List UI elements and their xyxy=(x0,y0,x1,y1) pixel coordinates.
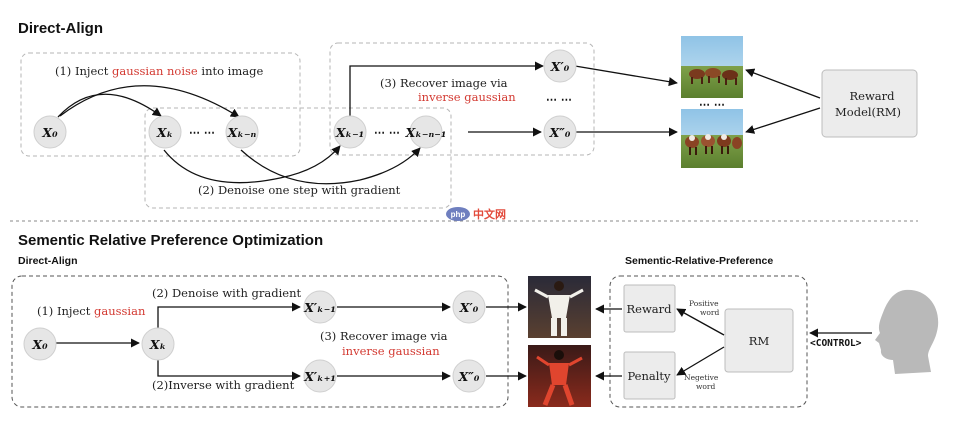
svg-text:X′₀: X′₀ xyxy=(459,300,479,315)
arrow-b-xk-to-xk1p xyxy=(157,302,301,330)
svg-text:Reward: Reward xyxy=(849,89,895,103)
generated-image-cows-2 xyxy=(681,109,743,168)
svg-text:Xₖ₋ₙ: Xₖ₋ₙ xyxy=(227,125,257,140)
arrow-x0-to-xk xyxy=(57,93,162,118)
svg-text:X″₀: X″₀ xyxy=(549,125,571,140)
svg-text:Xₖ: Xₖ xyxy=(156,125,173,140)
human-head-icon xyxy=(875,289,939,374)
reward-model-box: Reward Model(RM) xyxy=(821,69,918,138)
positive-word-line2: word xyxy=(700,308,720,317)
node-x0-prime: X′₀ xyxy=(543,49,577,83)
svg-text:Model(RM): Model(RM) xyxy=(835,105,901,119)
denoise-label: (2) Denoise one step with gradient xyxy=(198,183,401,197)
generated-image-cows-1 xyxy=(681,36,743,98)
bottom-recover-line2: inverse gaussian xyxy=(342,344,440,358)
top-section-title: Direct-Align xyxy=(18,20,103,37)
node-xkn: Xₖ₋ₙ xyxy=(225,115,259,149)
positive-word-line1: Positive xyxy=(689,299,719,308)
node-x0: X₀ xyxy=(33,115,67,149)
recover-label-line1: (3) Recover image via xyxy=(380,76,508,90)
node-b-xk1-prime: X′ₖ₋₁ xyxy=(303,290,337,324)
bottom-denoise-label: (2) Denoise with gradient xyxy=(152,286,302,300)
svg-text:X₀: X₀ xyxy=(41,125,58,140)
recover-label-line2: inverse gaussian xyxy=(418,90,516,104)
negative-word-line2: word xyxy=(696,382,716,391)
node-xkn1: Xₖ₋ₙ₋₁ xyxy=(405,115,447,149)
node-b-x0: X₀ xyxy=(23,327,57,361)
svg-text:Penalty: Penalty xyxy=(627,369,671,383)
svg-text:RM: RM xyxy=(749,334,770,348)
generated-image-performer-1 xyxy=(528,276,591,338)
arrow-b-xk-to-xk1pp xyxy=(157,358,301,381)
node-b-x0-prime: X′₀ xyxy=(452,290,486,324)
dots-xk-xkn: ⋯ ⋯ xyxy=(189,126,215,139)
rm-box: RM xyxy=(724,308,794,373)
arrow-rm-to-reward xyxy=(676,308,725,336)
inject-noise-box xyxy=(20,52,301,157)
svg-text:X′ₖ₊₁: X′ₖ₊₁ xyxy=(303,369,336,384)
recover-box xyxy=(329,42,595,156)
generated-image-performer-2 xyxy=(528,345,591,407)
penalty-box: Penalty xyxy=(623,351,676,400)
node-x0-double-prime: X″₀ xyxy=(543,115,577,149)
inject-noise-label: (1) Inject gaussian noise into image xyxy=(55,64,263,78)
arrow-rm-to-penalty xyxy=(676,346,725,376)
svg-text:php: php xyxy=(451,210,466,219)
arrow-rm-to-image1 xyxy=(745,68,821,99)
node-b-xk: Xₖ xyxy=(141,327,175,361)
svg-text:X″₀: X″₀ xyxy=(458,369,480,384)
bottom-inject-label: (1) Inject gaussian xyxy=(37,304,146,318)
svg-text:X′ₖ₋₁: X′ₖ₋₁ xyxy=(303,300,336,315)
reward-box: Reward xyxy=(623,284,676,333)
dots-images: ⋯ ⋯ xyxy=(699,98,725,111)
bottom-recover-line1: (3) Recover image via xyxy=(320,329,448,343)
watermark-logo: php 中文网 xyxy=(446,207,506,221)
node-b-x0-double-prime: X″₀ xyxy=(452,359,486,393)
dots-outputs: ⋯ ⋯ xyxy=(546,93,572,106)
arrow-x0-to-xkn xyxy=(59,85,240,118)
direct-align-box xyxy=(11,275,509,408)
svg-text:Xₖ₋₁: Xₖ₋₁ xyxy=(335,125,364,140)
direct-align-subtitle: Direct-Align xyxy=(18,255,78,267)
node-xk: Xₖ xyxy=(148,115,182,149)
denoise-box xyxy=(144,107,452,209)
control-token: <CONTROL> xyxy=(810,338,862,349)
arrow-rm-to-image2 xyxy=(745,107,821,134)
srp-box xyxy=(609,275,808,408)
arrow-x0p-to-image1 xyxy=(574,65,678,87)
negative-word-line1: Negetive xyxy=(684,373,719,382)
node-b-xk1-double: X′ₖ₊₁ xyxy=(303,359,337,393)
svg-text:Xₖ₋ₙ₋₁: Xₖ₋ₙ₋₁ xyxy=(405,125,447,140)
svg-text:中文网: 中文网 xyxy=(473,207,506,221)
arrow-xkn-to-xkn1 xyxy=(240,147,421,185)
svg-text:Reward: Reward xyxy=(626,302,672,316)
bottom-inverse-label: (2)Inverse with gradient xyxy=(152,378,295,392)
svg-text:X₀: X₀ xyxy=(31,337,48,352)
bottom-section-title: Sementic Relative Preference Optimizatio… xyxy=(18,232,323,249)
arrow-xk1-to-x0p xyxy=(349,61,544,116)
node-xk1: Xₖ₋₁ xyxy=(333,115,367,149)
srp-subtitle: Sementic-Relative-Preference xyxy=(625,255,773,267)
dots-xk1-xkn1: ⋯ ⋯ xyxy=(374,126,400,139)
svg-text:X′₀: X′₀ xyxy=(550,59,570,74)
svg-text:Xₖ: Xₖ xyxy=(149,337,166,352)
arrow-xk-to-xk1 xyxy=(163,145,341,184)
